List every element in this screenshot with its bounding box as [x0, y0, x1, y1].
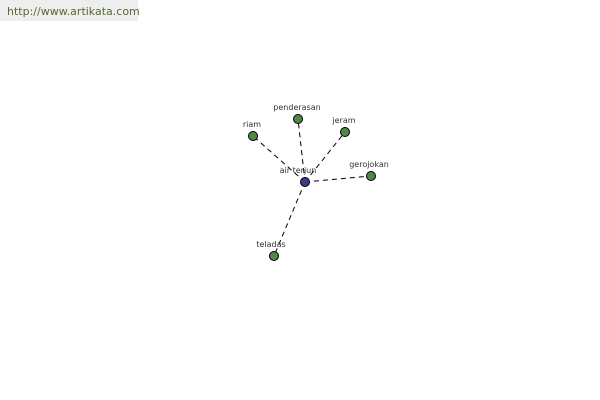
- site-header: http://www.artikata.com: [0, 0, 140, 21]
- word-gerojokan-label[interactable]: gerojokan: [349, 160, 389, 169]
- word-riam-node[interactable]: [248, 131, 258, 141]
- word-jeram-node[interactable]: [340, 127, 350, 137]
- edge-teladas: [273, 181, 306, 257]
- center-word-label[interactable]: air terjun: [280, 166, 317, 175]
- word-riam-label[interactable]: riam: [243, 120, 261, 129]
- word-jeram-label[interactable]: jeram: [331, 116, 355, 125]
- edge-gerojokan: [304, 175, 372, 183]
- word-gerojokan-node[interactable]: [366, 171, 376, 181]
- edge-jeram: [304, 131, 346, 183]
- word-penderasan-node[interactable]: [293, 114, 303, 124]
- edge-riam: [252, 135, 306, 183]
- word-teladas-node[interactable]: [269, 251, 279, 261]
- word-teladas-label[interactable]: teladas: [256, 240, 285, 249]
- site-url-link[interactable]: http://www.artikata.com: [7, 5, 140, 18]
- word-penderasan-label[interactable]: penderasan: [273, 103, 320, 112]
- center-word-node[interactable]: [300, 177, 310, 187]
- edge-penderasan: [297, 118, 306, 183]
